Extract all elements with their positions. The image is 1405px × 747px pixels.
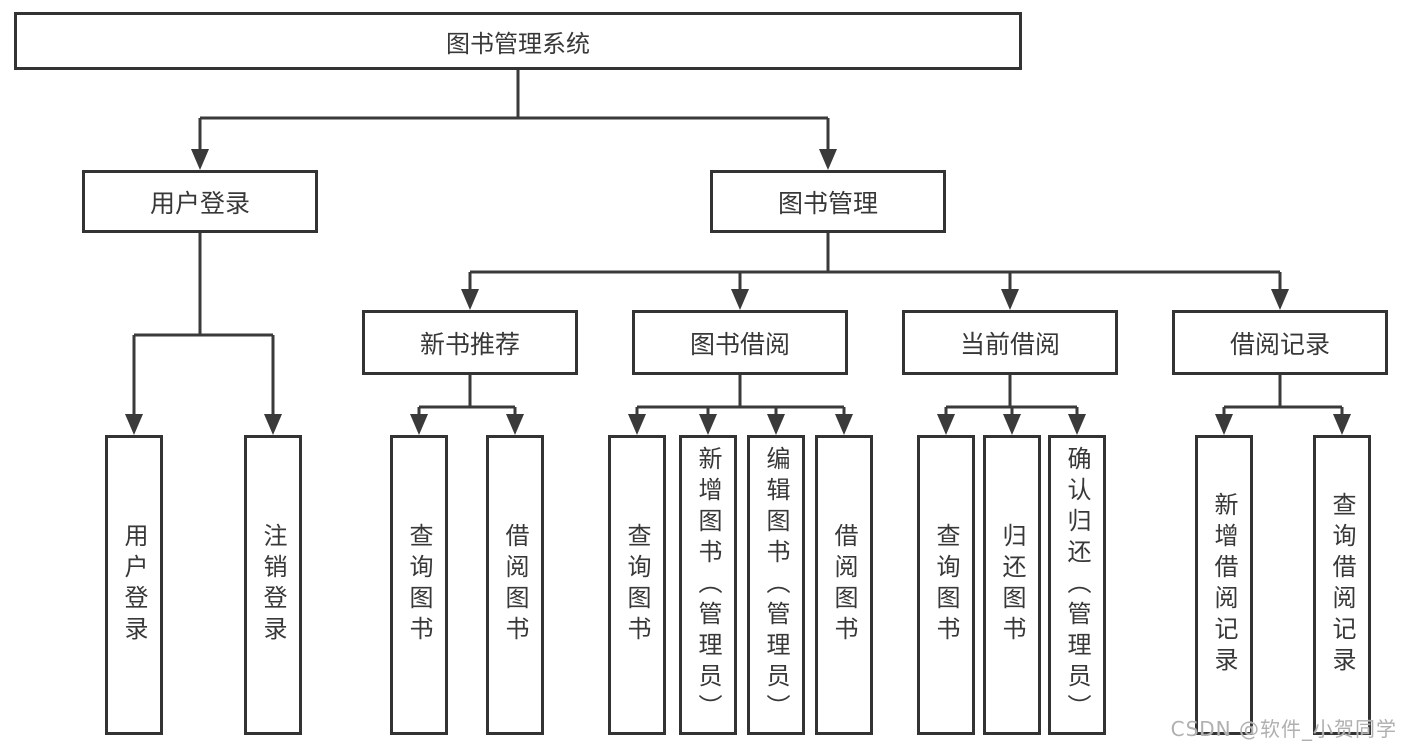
node-book-borrow: 图书借阅 bbox=[632, 310, 848, 375]
leaf-current-query-books-label: 查询图书 bbox=[932, 523, 960, 647]
leaf-current-query-books: 查询图书 bbox=[917, 435, 975, 735]
node-book-management-label: 图书管理 bbox=[777, 188, 878, 218]
leaf-borrow-borrow-books-label: 借阅图书 bbox=[830, 523, 858, 647]
leaf-records-query-record-label: 查询借阅记录 bbox=[1328, 492, 1356, 678]
node-current-borrow: 当前借阅 bbox=[902, 310, 1118, 375]
node-borrow-records: 借阅记录 bbox=[1172, 310, 1388, 375]
leaf-current-return-books-label: 归还图书 bbox=[998, 523, 1026, 647]
leaf-borrow-edit-books-admin-label: 编辑图书（管理员） bbox=[762, 445, 790, 725]
node-user-login-label: 用户登录 bbox=[149, 188, 250, 218]
csdn-watermark: CSDN @软件_小贺同学 bbox=[1170, 717, 1397, 741]
leaf-user-login-label: 用户登录 bbox=[120, 523, 148, 647]
arrow-heads bbox=[125, 149, 1351, 435]
leaf-borrow-query-books: 查询图书 bbox=[608, 435, 666, 735]
leaf-logout-label: 注销登录 bbox=[259, 523, 287, 647]
leaf-current-confirm-return-admin-label: 确认归还（管理员） bbox=[1063, 445, 1091, 725]
leaf-borrow-borrow-books: 借阅图书 bbox=[815, 435, 873, 735]
node-user-login: 用户登录 bbox=[82, 170, 318, 233]
leaf-records-query-record: 查询借阅记录 bbox=[1313, 435, 1371, 735]
leaf-newbook-borrow-books: 借阅图书 bbox=[486, 435, 544, 735]
leaf-current-return-books: 归还图书 bbox=[983, 435, 1041, 735]
node-book-borrow-label: 图书借阅 bbox=[689, 329, 790, 359]
leaf-borrow-add-books-admin-label: 新增图书（管理员） bbox=[694, 445, 722, 725]
leaf-borrow-edit-books-admin: 编辑图书（管理员） bbox=[747, 435, 805, 735]
leaf-records-add-record-label: 新增借阅记录 bbox=[1210, 492, 1238, 678]
node-root: 图书管理系统 bbox=[14, 12, 1022, 70]
leaf-logout: 注销登录 bbox=[244, 435, 302, 735]
node-current-borrow-label: 当前借阅 bbox=[959, 329, 1060, 359]
leaf-current-confirm-return-admin: 确认归还（管理员） bbox=[1048, 435, 1106, 735]
leaf-records-add-record: 新增借阅记录 bbox=[1195, 435, 1253, 735]
node-new-book-recommend: 新书推荐 bbox=[362, 310, 578, 375]
leaf-newbook-query-books-label: 查询图书 bbox=[405, 523, 433, 647]
leaf-borrow-add-books-admin: 新增图书（管理员） bbox=[679, 435, 737, 735]
tree-edges bbox=[132, 70, 1344, 416]
leaf-newbook-query-books: 查询图书 bbox=[390, 435, 448, 735]
leaf-user-login: 用户登录 bbox=[105, 435, 163, 735]
leaf-borrow-query-books-label: 查询图书 bbox=[623, 523, 651, 647]
node-book-management: 图书管理 bbox=[710, 170, 946, 233]
node-borrow-records-label: 借阅记录 bbox=[1229, 329, 1330, 359]
leaf-newbook-borrow-books-label: 借阅图书 bbox=[501, 523, 529, 647]
node-root-label: 图书管理系统 bbox=[446, 29, 590, 58]
node-new-book-recommend-label: 新书推荐 bbox=[419, 329, 520, 359]
